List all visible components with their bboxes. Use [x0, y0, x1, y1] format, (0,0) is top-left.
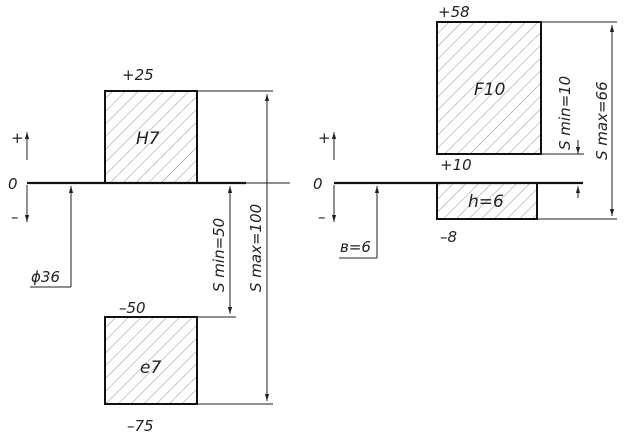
- left-zero-label: 0: [8, 175, 18, 193]
- left-shaft-name: e7: [140, 358, 161, 378]
- right-smax-label: S max=66: [593, 81, 611, 160]
- right-deviation-label: в=6: [340, 238, 371, 256]
- left-nominal-size: ϕ36: [31, 268, 60, 286]
- right-smin-label: S min=10: [556, 76, 574, 150]
- left-plus-sign: +: [11, 129, 24, 147]
- right-hole-lower-dev: +10: [440, 156, 472, 174]
- right-zero-label: 0: [313, 175, 323, 193]
- right-hole-name: F10: [474, 80, 505, 100]
- right-fit-diagram: + – 0 F10 +58 +10 h=6 –8 в=6 S min=10 S …: [313, 3, 617, 259]
- right-shaft-lower-dev: –8: [440, 228, 457, 246]
- right-minus-sign: –: [318, 208, 326, 226]
- left-hole-upper-dev: +25: [122, 66, 154, 84]
- left-minus-sign: –: [11, 208, 19, 226]
- right-shaft-name: h=6: [468, 192, 504, 212]
- right-hole-upper-dev: +58: [438, 3, 470, 21]
- left-smax-label: S max=100: [247, 204, 265, 292]
- left-shaft-lower-dev: –75: [127, 417, 154, 435]
- left-hole-zone: [104, 90, 198, 184]
- left-smin-label: S min=50: [210, 218, 228, 292]
- left-shaft-upper-dev: –50: [119, 299, 146, 317]
- right-hole-zone: [436, 21, 542, 155]
- left-hole-name: H7: [136, 129, 160, 149]
- right-shaft-zone: [436, 182, 538, 220]
- left-shaft-zone: [104, 316, 198, 405]
- left-fit-diagram: + – 0 H7 +25 e7 –50 –75 ϕ36 S min=50 S m…: [8, 66, 290, 435]
- right-plus-sign: +: [318, 129, 331, 147]
